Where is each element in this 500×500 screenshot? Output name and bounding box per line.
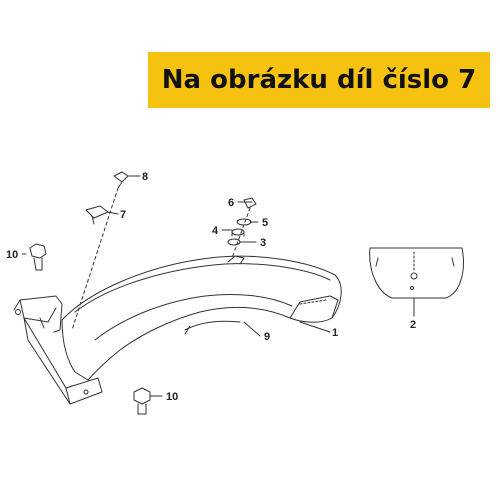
banner-text: Na obrázku díl číslo 7: [161, 65, 477, 95]
callout-5: 5: [262, 217, 268, 229]
washer-part-5: [236, 218, 252, 226]
bolt-part-10-upper: [29, 243, 47, 271]
callout-3: 3: [260, 237, 266, 249]
screw-part-8: [113, 171, 129, 189]
callout-10-upper: 10: [6, 249, 18, 261]
spacer-part-4: [231, 228, 245, 237]
callout-6: 6: [228, 197, 234, 209]
rear-fender-part: [61, 255, 342, 381]
clip-nut-part-7: [85, 205, 109, 225]
mounting-bracket: [13, 295, 103, 405]
part-number-banner: Na obrázku díl číslo 7: [148, 52, 490, 108]
stack-guide-line: [231, 207, 251, 259]
callout-1: 1: [332, 327, 338, 339]
cover-cap-part-2: [369, 247, 464, 299]
callout-2: 2: [410, 319, 416, 331]
leader-lines: [21, 175, 415, 397]
callout-9: 9: [264, 331, 270, 343]
bolt-part-10-lower: [133, 387, 151, 415]
screw-part-6: [243, 197, 257, 209]
assembly-guide-line: [71, 187, 119, 331]
callout-8: 8: [142, 171, 148, 183]
callout-7: 7: [120, 209, 126, 221]
callout-4: 4: [212, 225, 219, 237]
callout-10-lower: 10: [166, 391, 178, 403]
